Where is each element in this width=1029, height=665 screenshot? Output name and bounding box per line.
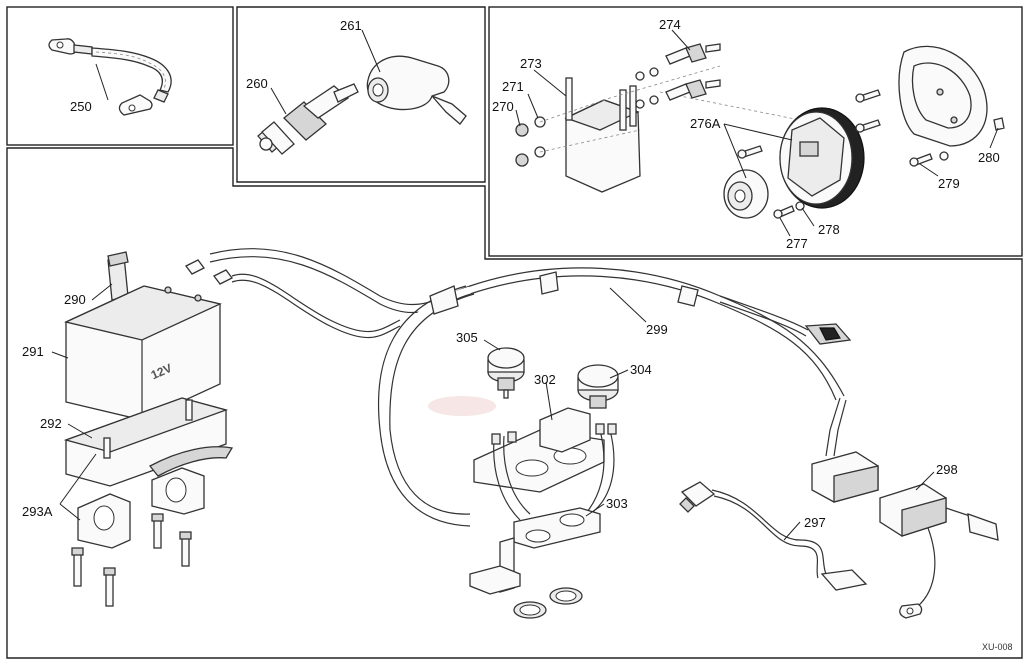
callout-273: 273 — [520, 56, 542, 71]
leader-lines — [51, 29, 999, 541]
callout-279: 279 — [938, 176, 960, 191]
ground-strap-250 — [48, 38, 172, 116]
callout-labels: 250 260 261 270 271 273 274 276A 277 278… — [22, 17, 1013, 652]
callout-302: 302 — [534, 372, 556, 387]
spark-plug-cap-261 — [366, 55, 467, 125]
callout-304: 304 — [630, 362, 652, 377]
callout-261: 261 — [340, 18, 362, 33]
callout-293a: 293A — [22, 504, 53, 519]
callout-276a: 276A — [690, 116, 721, 131]
callout-303: 303 — [606, 496, 628, 511]
callout-298: 298 — [936, 462, 958, 477]
callout-290: 290 — [64, 292, 86, 307]
figure-reference: XU-008 — [982, 642, 1013, 652]
cable-297 — [679, 481, 868, 591]
spark-plug-260 — [257, 83, 359, 155]
callout-250: 250 — [70, 99, 92, 114]
battery-assembly: 12V — [63, 251, 234, 607]
bracket-303 — [469, 507, 601, 619]
callout-274: 274 — [659, 17, 681, 32]
callout-270: 270 — [492, 99, 514, 114]
callout-260: 260 — [246, 76, 268, 91]
wiring-harness-299 — [185, 247, 852, 527]
callout-278: 278 — [818, 222, 840, 237]
callout-292: 292 — [40, 416, 62, 431]
callout-297: 297 — [804, 515, 826, 530]
callout-291: 291 — [22, 344, 44, 359]
battery-bolts — [71, 513, 192, 607]
connector-298 — [811, 451, 999, 619]
callout-280: 280 — [978, 150, 1000, 165]
callout-299: 299 — [646, 322, 668, 337]
callout-277: 277 — [786, 236, 808, 251]
panel-frames — [6, 6, 1023, 659]
switch-305 — [487, 347, 525, 399]
ignition-assembly — [515, 43, 1005, 219]
switch-304 — [577, 364, 619, 409]
callout-305: 305 — [456, 330, 478, 345]
callout-271: 271 — [502, 79, 524, 94]
switch-holder-302 — [473, 407, 617, 521]
